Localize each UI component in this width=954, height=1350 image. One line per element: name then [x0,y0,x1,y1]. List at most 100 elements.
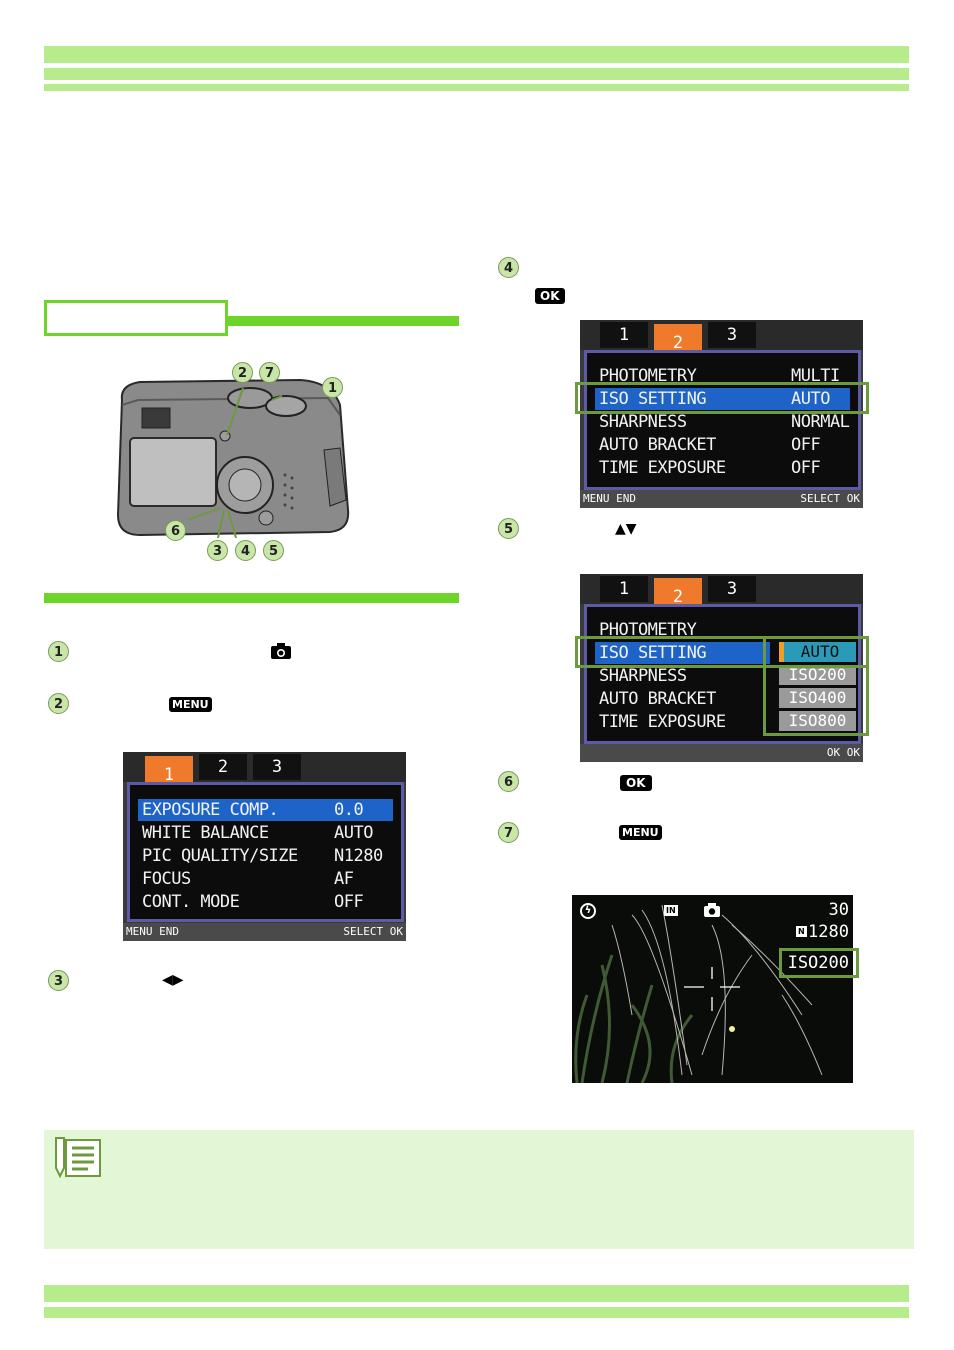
menu2-highlight-box [575,382,869,414]
menu1-row-label: PIC QUALITY/SIZE [142,846,298,866]
menu2-footer-right: SELECT OK [800,492,860,505]
menu3-row-label: ISO SETTING [599,643,707,663]
menu3-footer: OK OK [580,744,863,762]
note-panel [44,1130,914,1249]
menu-button-icon: MENU [619,825,662,840]
note-icon [52,1136,104,1184]
quality-n-badge: N [796,926,807,937]
camera-callout-6: 6 [165,520,186,541]
menu3-row: AUTO BRACKET [595,688,850,710]
menu1-row-value: AUTO [334,823,373,843]
menu2-row-value: NORMAL [791,412,850,432]
image-size: 1280 [808,922,849,942]
camera-callout-3: 3 [207,540,228,561]
menu1-row-value: 0.0 [334,800,364,820]
menu3-tab-3: 3 [708,576,756,602]
footer-band-bottom [44,1307,909,1318]
section-title-rule [228,316,459,326]
menu2-footer-left: MENU END [583,492,636,505]
step-1-marker: 1 [48,641,69,662]
menu1-row-value: N1280 [334,846,383,866]
menu3-row-label: TIME EXPOSURE [599,712,726,732]
menu2-row-label: PHOTOMETRY [599,366,697,386]
menu2-row-value: OFF [791,458,821,478]
left-right-arrows-icon: ◀▶ [162,972,184,988]
step-4-marker: 4 [498,257,519,278]
menu1-tab-3: 3 [253,754,301,780]
menu3-options-box [763,636,869,736]
header-band-top [44,46,909,63]
camera-callout-1: 1 [322,377,343,398]
menu-button-icon: MENU [169,697,212,712]
menu2-tab-1: 1 [600,322,648,348]
step-3-marker: 3 [48,970,69,991]
menu2-footer: MENU END SELECT OK [580,490,863,508]
step-7-marker: 7 [498,822,519,843]
viewfinder-photo: ϟ IN 30 N 1280 ISO200 [572,895,853,1083]
up-down-arrows-icon: ▲▼ [615,521,637,537]
ok-button-icon: OK [620,775,652,791]
iso-option-800: ISO800 [779,711,856,731]
menu1-footer: MENU END SELECT OK [123,923,406,941]
menu1-footer-left: MENU END [126,925,179,938]
header-band-bottom [44,84,909,91]
step-5-marker: 5 [498,518,519,539]
step-2-marker: 2 [48,693,69,714]
section-title-box [44,300,228,336]
menu2-row: AUTO BRACKET OFF [595,434,850,456]
camera-mode-icon [703,902,721,922]
menu1-row-value: AF [334,869,354,889]
menu-screen-3: 1 2 3 PHOTOMETRY ISO SETTING SHARPNESS A… [580,574,863,762]
menu3-row: PHOTOMETRY [595,619,850,641]
left-divider [44,593,459,603]
flash-off-icon: ϟ [580,903,596,919]
menu1-row-label: CONT. MODE [142,892,240,912]
menu-screen-2: 1 2 3 PHOTOMETRY MULTI ISO SETTING AUTO SH… [580,320,863,508]
menu2-row-label: SHARPNESS [599,412,687,432]
menu2-tabs: 1 2 3 [580,320,863,362]
menu3-tab-1: 1 [600,576,648,602]
menu2-row: ISO SETTING AUTO [595,388,850,410]
camera-callout-5: 5 [263,540,284,561]
ok-button-icon: OK [535,288,565,304]
menu3-row: SHARPNESS [595,665,850,687]
menu-screen-1: 1 2 3 EXPOSURE COMP. 0.0 WHITE BALANCE AUT… [123,752,406,941]
menu1-row-label: WHITE BALANCE [142,823,269,843]
menu3-footer-right: OK OK [826,746,860,759]
menu3-row: TIME EXPOSURE [595,711,850,733]
menu1-tab-2: 2 [199,754,247,780]
menu1-row: PIC QUALITY/SIZE N1280 [138,845,393,867]
iso-option-200: ISO200 [779,665,856,685]
iso-indicator: ISO200 [787,953,849,973]
menu2-row: PHOTOMETRY MULTI [595,365,850,387]
camera-callout-4: 4 [235,540,256,561]
menu2-row: SHARPNESS NORMAL [595,411,850,433]
menu1-lcd: EXPOSURE COMP. 0.0 WHITE BALANCE AUTO PIC … [127,782,404,922]
menu3-lcd: PHOTOMETRY ISO SETTING SHARPNESS AUTO BR… [584,604,861,744]
menu1-row-label: EXPOSURE COMP. [142,800,279,820]
menu3-highlight-box [575,636,869,668]
menu3-row-label: AUTO BRACKET [599,689,716,709]
camera-callout-2: 2 [232,362,253,383]
menu2-row-label: TIME EXPOSURE [599,458,726,478]
memory-in-badge: IN [664,905,678,916]
menu2-row-value: MULTI [791,366,840,386]
header-band-middle [44,68,909,80]
menu3-tabs: 1 2 3 [580,574,863,616]
menu2-row-label: ISO SETTING [599,389,707,409]
menu1-tabs: 1 2 3 [123,752,406,794]
viewfinder-iso-highlight [779,948,859,978]
iso-option-400: ISO400 [779,688,856,708]
camera-illustration [100,360,360,570]
menu2-row-value: OFF [791,435,821,455]
menu3-row-label: PHOTOMETRY [599,620,697,640]
menu1-row: EXPOSURE COMP. 0.0 [138,799,393,821]
menu2-row: TIME EXPOSURE OFF [595,457,850,479]
menu2-row-label: AUTO BRACKET [599,435,716,455]
menu2-lcd: PHOTOMETRY MULTI ISO SETTING AUTO SHARPNES… [584,350,861,490]
menu1-row-label: FOCUS [142,869,191,889]
step-6-marker: 6 [498,771,519,792]
menu2-row-value: AUTO [791,389,830,409]
menu1-row: FOCUS AF [138,868,393,890]
